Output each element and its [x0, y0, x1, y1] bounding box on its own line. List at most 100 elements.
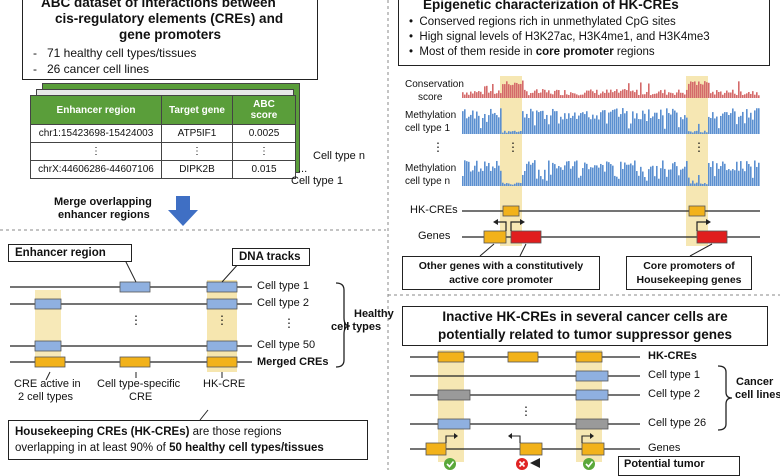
signal-bar	[476, 160, 478, 186]
conservation-label-2: score	[418, 92, 443, 103]
annotation-cre-active-2: 2 cell types	[18, 391, 74, 403]
signal-bar	[514, 183, 516, 186]
signal-bar	[472, 93, 474, 98]
abc-title-line-1: ABC dataset of interactions between	[41, 0, 276, 10]
abc-bullet-1: - 71 healthy cell types/tissues	[33, 46, 197, 60]
epi-hk-label: HK-CREs	[410, 204, 458, 216]
signal-bar	[712, 112, 714, 134]
signal-bar	[522, 80, 524, 98]
signal-bar	[728, 115, 730, 134]
signal-bar	[556, 168, 558, 186]
signal-bar	[512, 131, 514, 134]
healthy-bracket	[335, 282, 351, 368]
signal-bar	[600, 93, 602, 98]
signal-bar	[604, 171, 606, 186]
signal-bar	[558, 166, 560, 186]
cre-block	[437, 389, 471, 401]
signal-bar	[732, 169, 734, 186]
signal-bar	[690, 131, 692, 134]
gene-block	[581, 442, 605, 456]
signal-bar	[554, 111, 556, 134]
signal-bar	[650, 166, 652, 186]
signal-bar	[588, 90, 590, 98]
signal-bar	[468, 116, 470, 134]
signal-bar	[730, 170, 732, 186]
signal-bar	[748, 92, 750, 98]
signal-bar	[528, 95, 530, 98]
signal-bar	[710, 93, 712, 98]
signal-bar	[568, 161, 570, 186]
signal-bar	[626, 111, 628, 134]
signal-bar	[490, 91, 492, 98]
methylation-track-n	[462, 160, 760, 186]
signal-bar	[600, 163, 602, 186]
table-header-target: Target gene	[161, 95, 233, 125]
enhancer-block	[206, 298, 238, 310]
signal-bar	[518, 182, 520, 186]
methylation-n-label-1: Methylation	[405, 163, 457, 174]
signal-bar	[464, 94, 466, 98]
signal-bar	[562, 169, 564, 186]
signal-bar	[578, 95, 580, 98]
signal-bar	[666, 108, 668, 134]
signal-bar	[616, 89, 618, 98]
signal-bar	[752, 119, 754, 134]
cancer-dots: ⋮	[520, 404, 532, 418]
signal-bar	[650, 118, 652, 134]
signal-bar	[470, 171, 472, 186]
signal-bar	[648, 83, 650, 98]
signal-bar	[734, 170, 736, 186]
signal-bar	[598, 119, 600, 134]
signal-bar	[674, 110, 676, 134]
signal-bar	[752, 177, 754, 186]
stack-dots: ...	[298, 163, 308, 175]
signal-bar	[642, 110, 644, 134]
signal-bar	[662, 160, 664, 186]
signal-bar	[692, 82, 694, 98]
cancer-row-1: Cell type 1	[648, 369, 700, 381]
signal-bar	[480, 128, 482, 134]
signal-bar	[502, 132, 504, 134]
signal-bar	[492, 166, 494, 186]
signal-bar	[700, 132, 702, 134]
epi-dots: ⋮	[507, 140, 519, 154]
signal-bar	[706, 82, 708, 98]
signal-bar	[464, 160, 466, 186]
signal-bar	[576, 118, 578, 134]
cancer-group-label-2: cell lines	[735, 389, 780, 401]
signal-bar	[728, 169, 730, 186]
signal-bar	[678, 127, 680, 134]
signal-bar	[724, 163, 726, 186]
signal-bar	[508, 84, 510, 98]
signal-bar	[620, 90, 622, 98]
signal-bar	[624, 89, 626, 98]
signal-bar	[494, 93, 496, 98]
signal-bar	[472, 110, 474, 134]
conservation-track	[462, 80, 760, 98]
signal-bar	[504, 84, 506, 98]
signal-bar	[468, 161, 470, 186]
signal-bar	[506, 132, 508, 134]
signal-bar	[646, 180, 648, 186]
signal-bar	[586, 163, 588, 186]
signal-bar	[746, 109, 748, 134]
signal-bar	[514, 82, 516, 98]
signal-bar	[726, 170, 728, 186]
track-dots: ⋮	[283, 316, 295, 330]
signal-bar	[738, 116, 740, 134]
signal-bar	[706, 184, 708, 186]
signal-bar	[586, 90, 588, 98]
table-row: chr1:15423698-15424003 ATP5IF1 0.0025	[30, 124, 296, 143]
signal-bar	[694, 183, 696, 186]
abc-title-line-3: gene promoters	[119, 27, 222, 42]
signal-bar	[680, 92, 682, 98]
signal-bar	[654, 176, 656, 186]
signal-bar	[590, 89, 592, 98]
signal-bar	[510, 85, 512, 98]
signal-bar	[610, 89, 612, 98]
signal-bar	[614, 175, 616, 186]
signal-bar	[676, 166, 678, 186]
signal-bar	[570, 117, 572, 134]
signal-bar	[484, 86, 486, 98]
signal-bar	[652, 165, 654, 186]
